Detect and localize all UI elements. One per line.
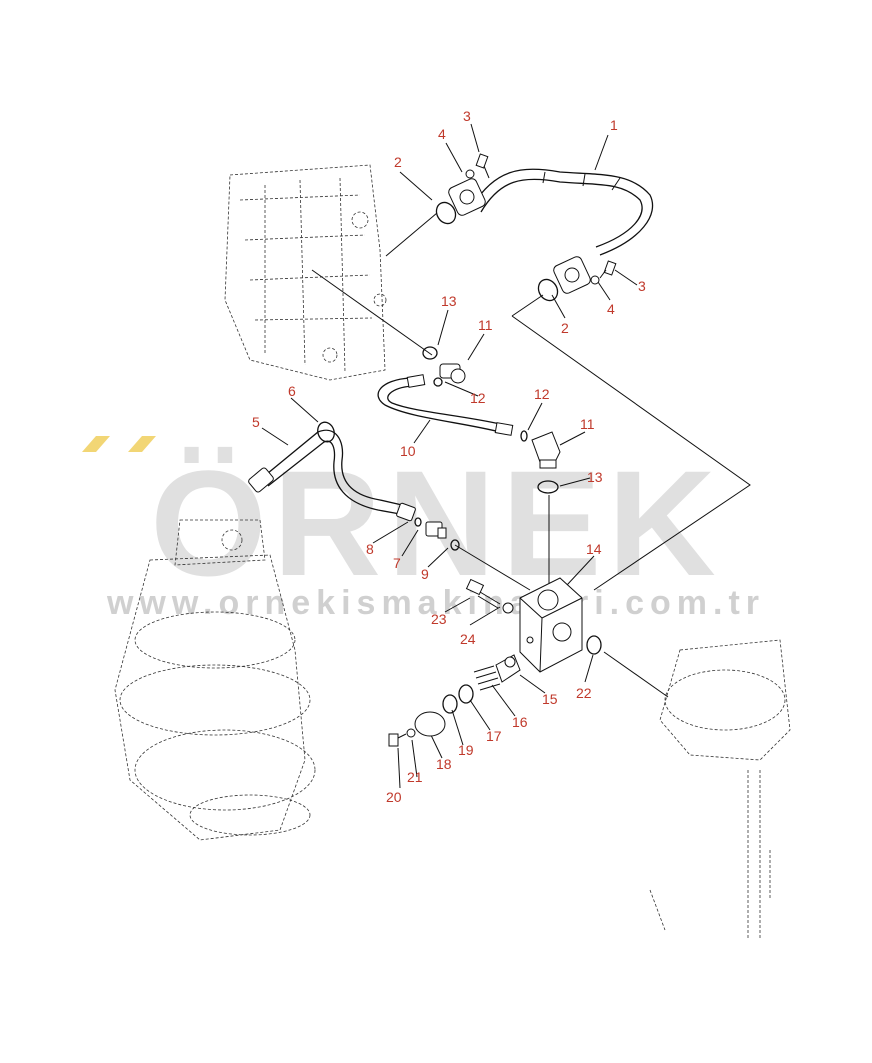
o-ring-2-lower (537, 278, 559, 302)
washer-4-lower (590, 275, 600, 285)
callout-14: 14 (586, 541, 602, 557)
leader-lines (261, 123, 751, 789)
bolt-23 (465, 578, 501, 609)
callout-20: 20 (386, 789, 402, 805)
callout-11-lower: 11 (580, 416, 595, 432)
hose-10 (377, 374, 514, 436)
control-valve-sketch (224, 164, 387, 381)
watermark: ÖRNEK www.ornekismakinalari.com.tr (82, 436, 765, 622)
callout-8: 8 (366, 541, 374, 557)
callout-6: 6 (288, 383, 296, 399)
o-ring-9 (450, 539, 460, 551)
callout-17: 17 (486, 728, 502, 744)
hose-1 (472, 168, 654, 256)
callout-15: 15 (542, 691, 558, 707)
watermark-umlaut-right (128, 436, 156, 452)
flange-upper (448, 178, 486, 216)
callout-4-lower: 4 (607, 301, 615, 317)
callouts: 1 2 2 3 3 4 4 5 6 7 8 9 10 11 11 12 12 1… (252, 108, 646, 805)
o-ring-12-lower (520, 430, 528, 442)
watermark-umlaut-left (82, 436, 110, 452)
washer-21 (406, 728, 416, 738)
callout-24: 24 (460, 631, 476, 647)
callout-7: 7 (393, 555, 401, 571)
o-ring-7 (414, 517, 422, 527)
flange-lower (553, 256, 591, 294)
valve-block-14 (519, 577, 583, 673)
o-ring-19 (442, 694, 458, 714)
elbow-11-upper (439, 363, 466, 384)
swing-motor-sketch (114, 519, 316, 841)
callout-1: 1 (610, 117, 618, 133)
callout-5: 5 (252, 414, 260, 430)
callout-18: 18 (436, 756, 452, 772)
callout-3-lower: 3 (638, 278, 646, 294)
valve-cartridge-15 (495, 654, 521, 683)
washer-24 (502, 602, 514, 614)
o-ring-12-upper (433, 377, 443, 387)
bolt-20 (388, 733, 407, 747)
callout-9: 9 (421, 566, 429, 582)
o-ring-2-upper (435, 201, 457, 225)
ring-17 (458, 684, 474, 704)
callout-2-lower: 2 (561, 320, 569, 336)
callout-13-lower: 13 (587, 469, 603, 485)
callout-10: 10 (400, 443, 416, 459)
callout-23: 23 (431, 611, 447, 627)
callout-11-upper: 11 (478, 317, 493, 333)
callout-3-upper: 3 (463, 108, 471, 124)
connector-9 (425, 521, 447, 539)
elbow-11-lower (531, 431, 561, 469)
watermark-url: www.ornekismakinalari.com.tr (106, 584, 765, 622)
bolt-3-lower (599, 260, 617, 279)
spring-16 (473, 665, 501, 691)
o-ring-13-upper (422, 346, 438, 360)
callout-12-lower: 12 (534, 386, 550, 402)
o-ring-13-lower (537, 480, 559, 494)
callout-22: 22 (576, 685, 592, 701)
callout-12-upper: 12 (470, 390, 486, 406)
bolt-3-upper (475, 153, 490, 179)
callout-19: 19 (458, 742, 474, 758)
callout-13-upper: 13 (441, 293, 457, 309)
callout-4-upper: 4 (438, 126, 446, 142)
washer-4-upper (465, 169, 475, 179)
o-ring-22 (586, 635, 602, 655)
callout-2-upper: 2 (394, 154, 402, 170)
o-ring-6 (317, 421, 335, 443)
plug-18 (414, 711, 446, 737)
swivel-joint-sketch (649, 639, 791, 940)
fitting-8 (396, 502, 416, 522)
callout-16: 16 (512, 714, 528, 730)
callout-21: 21 (407, 769, 423, 785)
